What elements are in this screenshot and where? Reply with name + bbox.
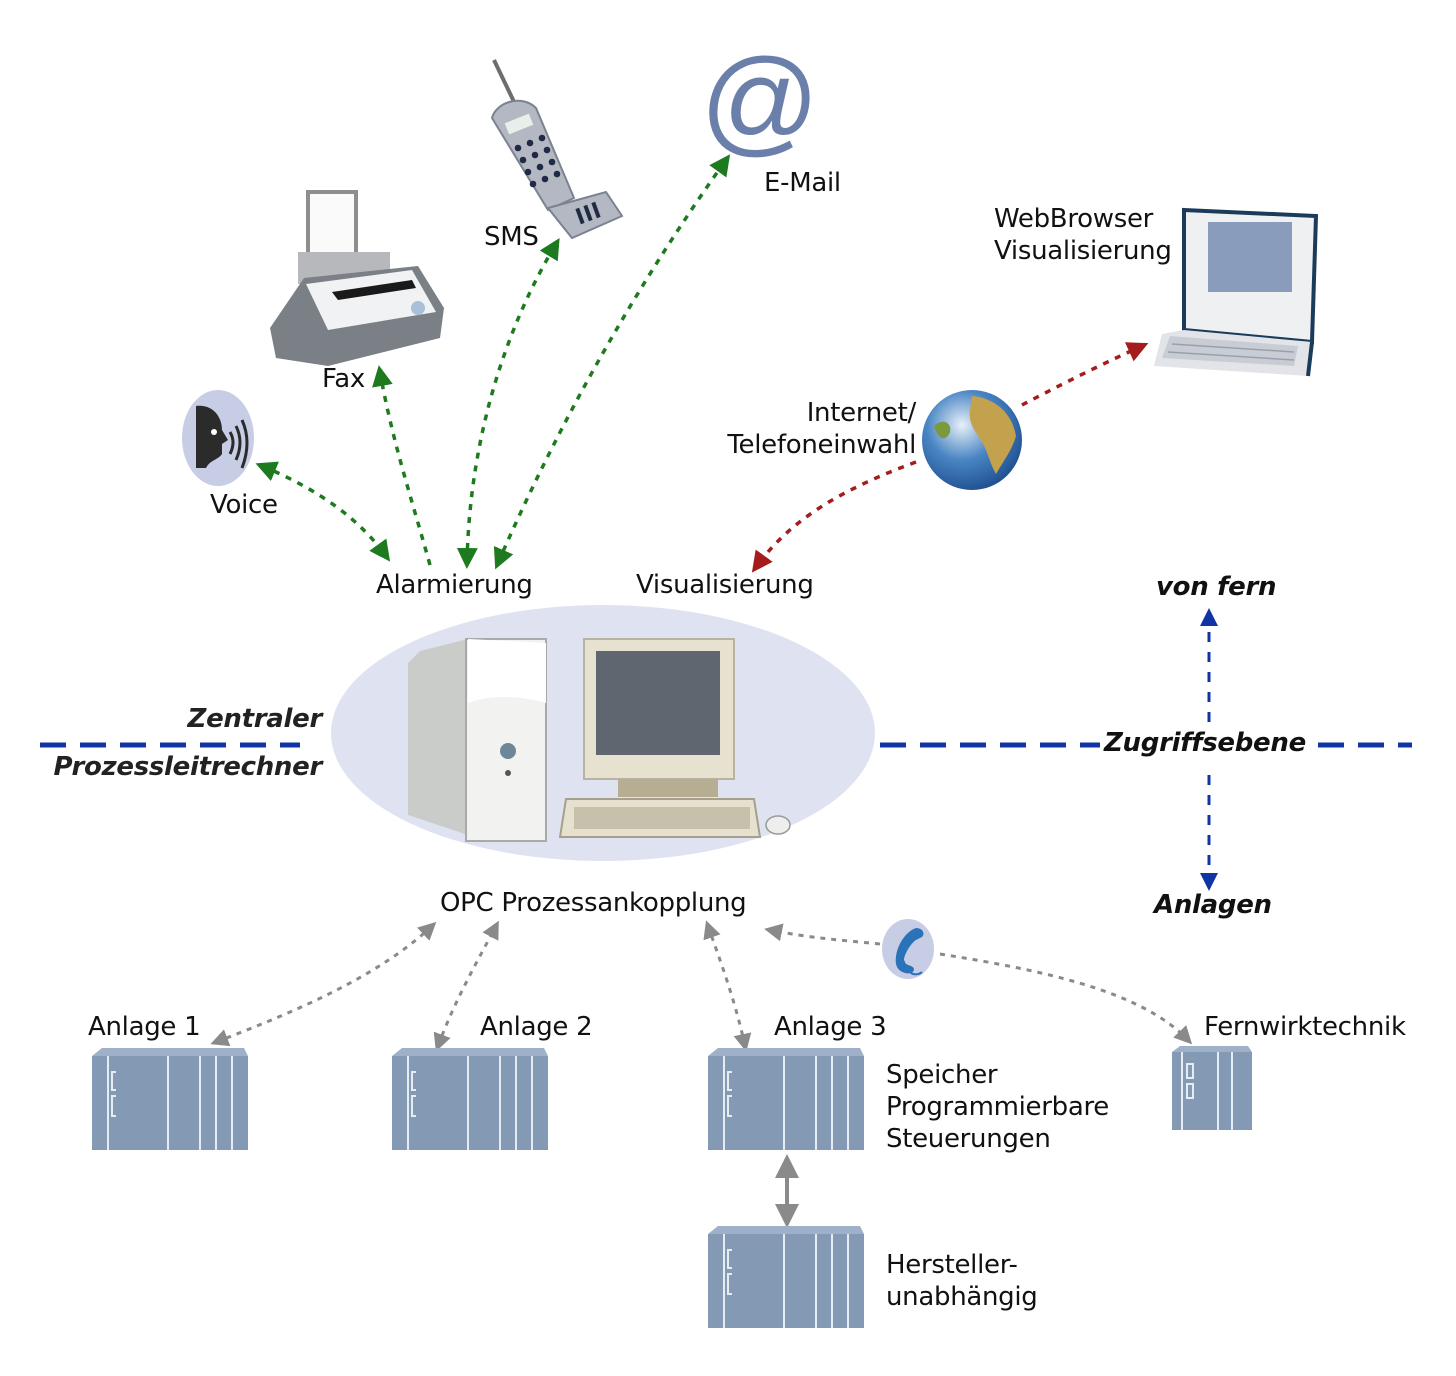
arrow-internet-to-browser	[1021, 342, 1149, 407]
arrow-internet-to-visualisierung	[751, 460, 917, 573]
anlage-1-label: Anlage 1	[88, 1012, 201, 1042]
laptop-icon	[1154, 207, 1319, 377]
fax-icon	[270, 190, 444, 366]
at-sign-icon: @	[700, 35, 820, 167]
arrow-anlage-3	[703, 920, 752, 1052]
central-title-line1: Zentraler	[187, 704, 323, 734]
plc-rack-anlage-2	[392, 1048, 548, 1150]
arrow-sms	[456, 238, 560, 569]
plc-rack-fernwirktechnik	[1172, 1046, 1252, 1130]
arrow-anlage-2	[433, 920, 499, 1052]
fax-label: Fax	[322, 364, 365, 394]
anlage-2-label: Anlage 2	[480, 1012, 593, 1042]
fernwirktechnik-label: Fernwirktechnik	[1204, 1012, 1406, 1042]
arrow-email	[493, 154, 731, 570]
central-computer-ellipse	[331, 605, 875, 861]
central-title-line2: Prozessleitrechner	[53, 752, 323, 782]
email-label: E-Mail	[764, 168, 841, 198]
von-fern-label: von fern	[1156, 572, 1277, 602]
anlagen-label: Anlagen	[1154, 890, 1272, 920]
internet-label-line2: Telefoneinwahl	[727, 430, 916, 460]
vendor-note-line2: unabhängig	[886, 1282, 1038, 1312]
plc-note-line3: Steuerungen	[886, 1124, 1051, 1154]
arrow-phone-to-fernwirk	[939, 952, 1193, 1045]
keyboard-icon	[558, 798, 762, 838]
sms-label: SMS	[484, 222, 539, 252]
arrow-voice	[255, 461, 391, 562]
anlage-3-label: Anlage 3	[774, 1012, 887, 1042]
vendor-note-line1: Hersteller-	[886, 1250, 1018, 1280]
mouse-icon	[765, 815, 791, 835]
tower-pc-icon	[408, 638, 547, 842]
zugriffsebene-label: Zugriffsebene	[1104, 728, 1306, 758]
arrow-phone-to-opc	[764, 923, 881, 946]
webbrowser-label-line1: WebBrowser	[994, 204, 1154, 234]
voice-label: Voice	[210, 490, 278, 520]
visualisierung-label: Visualisierung	[636, 570, 814, 600]
opc-label: OPC Prozessankopplung	[440, 888, 747, 918]
plc-rack-vendor-independent	[708, 1226, 864, 1328]
mobile-phone-icon	[490, 59, 624, 240]
crt-monitor-icon	[583, 638, 735, 797]
alarmierung-label: Alarmierung	[376, 570, 533, 600]
telephone-icon	[882, 919, 934, 979]
plc-note-line1: Speicher	[886, 1060, 998, 1090]
plc-rack-anlage-3	[708, 1048, 864, 1150]
plc-rack-anlage-1	[92, 1048, 248, 1150]
voice-icon	[182, 390, 254, 486]
globe-icon	[922, 390, 1022, 490]
arrow-fax	[372, 365, 432, 566]
plc-note-line2: Programmierbare	[886, 1092, 1109, 1122]
arrow-anlage-1	[210, 921, 437, 1047]
internet-label-line1: Internet/	[806, 398, 917, 428]
webbrowser-label-line2: Visualisierung	[994, 236, 1172, 266]
